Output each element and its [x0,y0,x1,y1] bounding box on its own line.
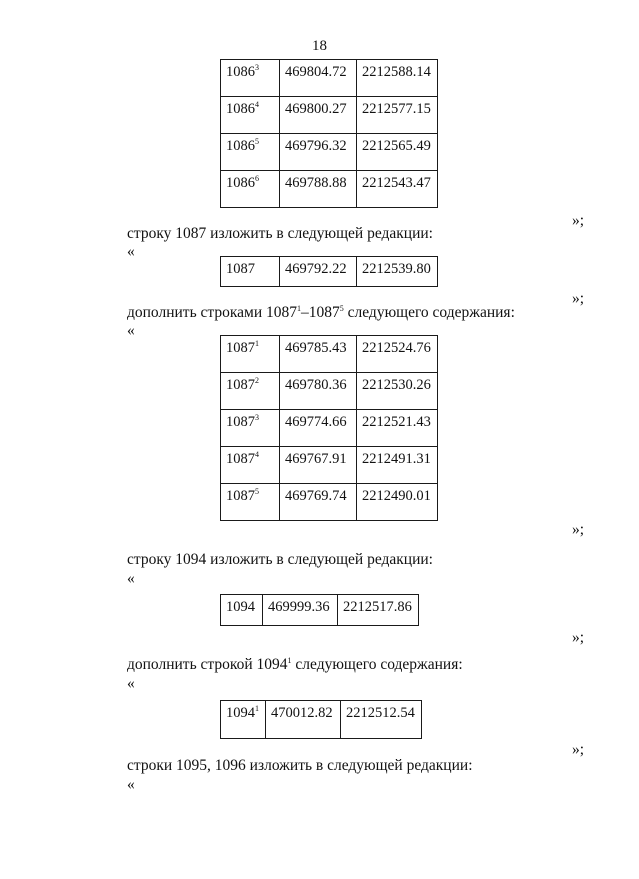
page-number: 18 [312,38,327,54]
closing-quote: »; [572,212,585,229]
point-number: 10866 [220,170,280,208]
y-coordinate: 2212565.49 [356,133,438,171]
point-number: 10863 [220,59,280,97]
table-row: 1094 469999.36 2212517.86 [220,594,419,626]
x-coordinate: 469796.32 [279,133,357,171]
y-coordinate: 2212490.01 [356,483,438,521]
closing-quote: »; [572,741,585,758]
coordinates-table-1086: 10863 469804.72 2212588.14 10864 469800.… [220,59,438,208]
table-row: 10873 469774.66 2212521.43 [220,409,438,447]
table-row: 10864 469800.27 2212577.15 [220,96,438,134]
coordinates-table-1094-1: 10941 470012.82 2212512.54 [220,700,422,739]
y-coordinate: 2212539.80 [356,256,438,287]
x-coordinate: 469767.91 [279,446,357,484]
x-coordinate: 469792.22 [279,256,357,287]
closing-quote: »; [572,629,585,646]
x-coordinate: 469788.88 [279,170,357,208]
y-coordinate: 2212543.47 [356,170,438,208]
point-number: 10865 [220,133,280,171]
opening-quote: « [127,675,135,692]
coordinates-table-1094: 1094 469999.36 2212517.86 [220,594,419,626]
table-row: 10863 469804.72 2212588.14 [220,59,438,97]
paragraph: дополнить строкой 10941 следующего содер… [127,656,463,673]
x-coordinate: 469780.36 [279,372,357,410]
paragraph: дополнить строками 10871–10875 следующег… [127,304,515,321]
y-coordinate: 2212577.15 [356,96,438,134]
closing-quote: »; [572,521,585,538]
table-row: 10874 469767.91 2212491.31 [220,446,438,484]
point-number: 10871 [220,335,280,373]
point-number: 10875 [220,483,280,521]
opening-quote: « [127,570,135,587]
point-number: 1094 [220,594,263,626]
point-number: 10874 [220,446,280,484]
x-coordinate: 470012.82 [265,700,341,739]
x-coordinate: 469774.66 [279,409,357,447]
table-row: 10941 470012.82 2212512.54 [220,700,422,739]
point-number: 10873 [220,409,280,447]
paragraph: строку 1087 изложить в следующей редакци… [127,225,433,242]
coordinates-table-1087-1-5: 10871 469785.43 2212524.76 10872 469780.… [220,335,438,521]
y-coordinate: 2212491.31 [356,446,438,484]
y-coordinate: 2212530.26 [356,372,438,410]
paragraph: строки 1095, 1096 изложить в следующей р… [127,757,473,774]
point-number: 1087 [220,256,280,287]
point-number: 10941 [220,700,266,739]
table-row: 10872 469780.36 2212530.26 [220,372,438,410]
opening-quote: « [127,322,135,339]
table-row: 10865 469796.32 2212565.49 [220,133,438,171]
y-coordinate: 2212588.14 [356,59,438,97]
table-row: 10875 469769.74 2212490.01 [220,483,438,521]
opening-quote: « [127,776,135,793]
paragraph: строку 1094 изложить в следующей редакци… [127,551,433,568]
y-coordinate: 2212512.54 [340,700,422,739]
coordinates-table-1087: 1087 469792.22 2212539.80 [220,256,438,287]
point-number: 10872 [220,372,280,410]
x-coordinate: 469999.36 [262,594,338,626]
table-row: 10866 469788.88 2212543.47 [220,170,438,208]
x-coordinate: 469800.27 [279,96,357,134]
table-row: 10871 469785.43 2212524.76 [220,335,438,373]
x-coordinate: 469804.72 [279,59,357,97]
point-number: 10864 [220,96,280,134]
y-coordinate: 2212521.43 [356,409,438,447]
y-coordinate: 2212517.86 [337,594,419,626]
x-coordinate: 469769.74 [279,483,357,521]
closing-quote: »; [572,290,585,307]
opening-quote: « [127,243,135,260]
table-row: 1087 469792.22 2212539.80 [220,256,438,287]
y-coordinate: 2212524.76 [356,335,438,373]
x-coordinate: 469785.43 [279,335,357,373]
